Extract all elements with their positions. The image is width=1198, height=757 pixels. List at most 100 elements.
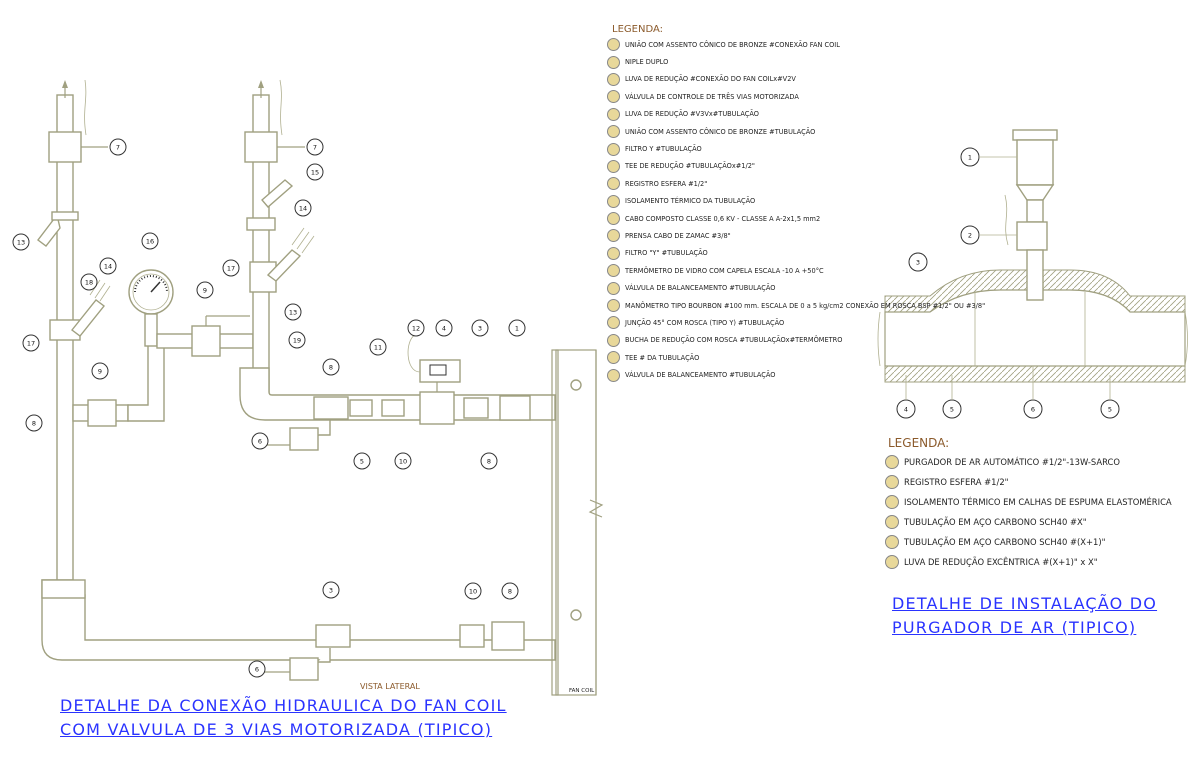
legend-item-label: UNIÃO COM ASSENTO CÔNICO DE BRONZE #CONE… xyxy=(625,40,840,49)
svg-text:18: 18 xyxy=(85,279,93,287)
svg-text:3: 3 xyxy=(478,325,482,333)
legend-item: LUVA DE REDUÇÃO #V3Vx#TUBULAÇÃO xyxy=(607,106,985,123)
legend-marker-icon xyxy=(885,495,899,509)
legend-item: VÁLVULA DE BALANCEAMENTO #TUBULAÇÃO xyxy=(607,366,985,383)
fan-coil-caption-line1: DETALHE DA CONEXÃO HIDRAULICA DO FAN COI… xyxy=(60,696,507,715)
legend-marker-icon xyxy=(607,125,620,139)
legend-item: NIPLE DUPLO xyxy=(607,53,985,70)
svg-text:16: 16 xyxy=(146,238,154,246)
fan-coil-caption-line2: COM VALVULA DE 3 VIAS MOTORIZADA (TIPICO… xyxy=(60,720,493,739)
purgador-caption-line2: PURGADOR DE AR (TIPICO) xyxy=(892,618,1137,637)
fan-coil-label: FAN COIL xyxy=(569,688,595,694)
legend-marker-icon xyxy=(607,299,620,313)
legend-item-label: ISOLAMENTO TÉRMICO EM CALHAS DE ESPUMA E… xyxy=(904,497,1172,507)
legend-marker-icon xyxy=(607,177,620,191)
legend-item: TUBULAÇÃO EM AÇO CARBONO SCH40 #(X+1)" xyxy=(885,532,1172,552)
svg-text:3: 3 xyxy=(329,587,333,595)
legend-item: UNIÃO COM ASSENTO CÔNICO DE BRONZE #CONE… xyxy=(607,36,985,53)
legend-item: VÁLVULA DE CONTROLE DE TRÊS VIAS MOTORIZ… xyxy=(607,88,985,105)
svg-text:5: 5 xyxy=(950,406,954,414)
legend-item-label: MANÔMETRO TIPO BOURBON #100 mm. ESCALA D… xyxy=(625,301,986,310)
svg-text:6: 6 xyxy=(255,666,259,674)
svg-text:17: 17 xyxy=(27,340,35,348)
purgador-caption-line1: DETALHE DE INSTALAÇÃO DO xyxy=(892,594,1158,613)
svg-text:5: 5 xyxy=(1108,406,1112,414)
legend-item-label: LUVA DE REDUÇÃO #CONEXÃO DO FAN COILx#V2… xyxy=(625,75,796,84)
legend-marker-icon xyxy=(885,535,899,549)
svg-text:5: 5 xyxy=(360,458,364,466)
legend-item: JUNÇÃO 45° COM ROSCA (TIPO Y) #TUBULAÇÃO xyxy=(607,314,985,331)
svg-text:4: 4 xyxy=(442,325,446,333)
legend-item-label: FILTRO "Y" #TUBULAÇÃO xyxy=(625,249,708,258)
legend-marker-icon xyxy=(607,212,620,226)
purgador-drawing xyxy=(877,129,1188,383)
legend-fan-coil-title: LEGENDA: xyxy=(612,24,663,35)
legend-item-label: TUBULAÇÃO EM AÇO CARBONO SCH40 #(X+1)" xyxy=(904,537,1106,547)
legend-item-label: VÁLVULA DE BALANCEAMENTO #TUBULAÇÃO xyxy=(625,284,776,293)
svg-text:14: 14 xyxy=(104,263,112,271)
legend-item: PURGADOR DE AR AUTOMÁTICO #1/2"-13W-SARC… xyxy=(885,452,1172,472)
legend-item-label: ISOLAMENTO TÉRMICO DA TUBULAÇÃO xyxy=(625,197,756,206)
legend-item: REGISTRO ESFERA #1/2" xyxy=(607,175,985,192)
legend-marker-icon xyxy=(607,316,620,330)
legend-item-label: LUVA DE REDUÇÃO EXCÊNTRICA #(X+1)" x X" xyxy=(904,557,1098,567)
legend-marker-icon xyxy=(607,38,620,52)
purgador-tags: 1 2 3 4 5 6 5 xyxy=(896,147,1120,419)
svg-text:15: 15 xyxy=(311,169,319,177)
legend-marker-icon xyxy=(885,455,899,469)
svg-text:4: 4 xyxy=(904,406,908,414)
legend-item: FILTRO "Y" #TUBULAÇÃO xyxy=(607,245,985,262)
legend-marker-icon xyxy=(607,107,620,121)
svg-text:13: 13 xyxy=(17,239,25,247)
legend-item-label: TEE DE REDUÇÃO #TUBULAÇÃOx#1/2" xyxy=(625,162,755,171)
legend-purgador-title: LEGENDA: xyxy=(888,436,950,450)
legend-marker-icon xyxy=(607,229,620,243)
legend-item-label: TERMÔMETRO DE VIDRO COM CAPELA ESCALA -1… xyxy=(625,266,824,275)
legend-marker-icon xyxy=(885,555,899,569)
legend-marker-icon xyxy=(607,351,620,365)
legend-item: TERMÔMETRO DE VIDRO COM CAPELA ESCALA -1… xyxy=(607,262,985,279)
legend-marker-icon xyxy=(607,142,620,156)
svg-text:10: 10 xyxy=(399,458,407,466)
svg-text:1: 1 xyxy=(968,154,972,162)
legend-marker-icon xyxy=(607,281,620,295)
legend-item: REGISTRO ESFERA #1/2" xyxy=(885,472,1172,492)
legend-item-label: TUBULAÇÃO EM AÇO CARBONO SCH40 #X" xyxy=(904,517,1087,527)
legend-item: UNIÃO COM ASSENTO CÔNICO DE BRONZE #TUBU… xyxy=(607,123,985,140)
svg-text:19: 19 xyxy=(293,337,301,345)
legend-item: VÁLVULA DE BALANCEAMENTO #TUBULAÇÃO xyxy=(607,279,985,296)
svg-text:17: 17 xyxy=(227,265,235,273)
svg-text:10: 10 xyxy=(469,588,477,596)
fan-coil-caption: DETALHE DA CONEXÃO HIDRAULICA DO FAN COI… xyxy=(60,694,507,742)
svg-text:1: 1 xyxy=(515,325,519,333)
svg-text:8: 8 xyxy=(487,458,491,466)
svg-text:14: 14 xyxy=(299,205,307,213)
svg-text:7: 7 xyxy=(116,144,120,152)
legend-item-label: REGISTRO ESFERA #1/2" xyxy=(904,477,1009,487)
svg-text:9: 9 xyxy=(203,287,207,295)
legend-item-label: FILTRO Y #TUBULAÇÃO xyxy=(625,145,702,154)
legend-item-label: JUNÇÃO 45° COM ROSCA (TIPO Y) #TUBULAÇÃO xyxy=(625,318,785,327)
legend-item: BUCHA DE REDUÇÃO COM ROSCA #TUBULAÇÃOx#T… xyxy=(607,332,985,349)
legend-marker-icon xyxy=(607,368,620,382)
legend-marker-icon xyxy=(607,264,620,278)
legend-item-label: BUCHA DE REDUÇÃO COM ROSCA #TUBULAÇÃOx#T… xyxy=(625,336,843,345)
legend-marker-icon xyxy=(607,246,620,260)
legend-item-label: UNIÃO COM ASSENTO CÔNICO DE BRONZE #TUBU… xyxy=(625,127,816,136)
svg-text:3: 3 xyxy=(916,259,920,267)
svg-text:13: 13 xyxy=(289,309,297,317)
svg-text:11: 11 xyxy=(374,344,382,352)
legend-item: ISOLAMENTO TÉRMICO DA TUBULAÇÃO xyxy=(607,193,985,210)
svg-text:2: 2 xyxy=(968,232,972,240)
legend-item: CABO COMPOSTO CLASSE 0,6 KV - CLASSE A A… xyxy=(607,210,985,227)
legend-marker-icon xyxy=(607,194,620,208)
purgador-caption: DETALHE DE INSTALAÇÃO DO PURGADOR DE AR … xyxy=(892,592,1157,640)
svg-text:8: 8 xyxy=(32,420,36,428)
svg-text:6: 6 xyxy=(1031,406,1035,414)
legend-marker-icon xyxy=(607,159,620,173)
svg-text:8: 8 xyxy=(508,588,512,596)
legend-marker-icon xyxy=(607,55,620,69)
legend-item: LUVA DE REDUÇÃO EXCÊNTRICA #(X+1)" x X" xyxy=(885,552,1172,572)
svg-text:6: 6 xyxy=(258,438,262,446)
